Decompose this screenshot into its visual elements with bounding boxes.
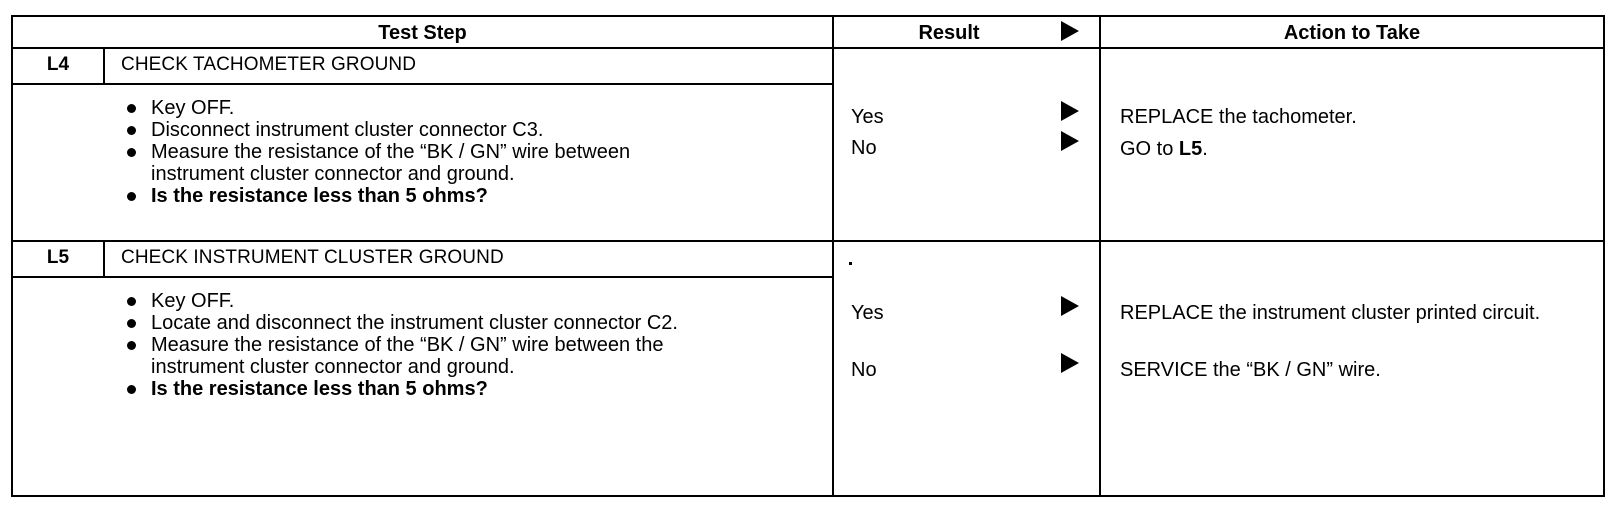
arrow-icon <box>1061 101 1079 121</box>
header-action: Action to Take <box>1283 21 1421 44</box>
result-yes-l5: Yes <box>851 302 884 324</box>
scan-speck <box>849 262 852 265</box>
action-no-l5: SERVICE the “BK / GN” wire. <box>1120 359 1381 381</box>
result-column-divider <box>832 17 834 495</box>
action-text: . <box>1202 138 1208 160</box>
bullet-question: Is the resistance less than 5 ohms? <box>127 185 821 207</box>
step-title-l4: CHECK TACHOMETER GROUND <box>121 54 417 75</box>
l4-title-divider <box>13 83 832 85</box>
arrow-icon <box>1061 353 1079 373</box>
result-yes-l4: Yes <box>851 106 884 128</box>
id-column-divider-l5 <box>103 240 105 276</box>
header-arrow-icon <box>1061 21 1079 41</box>
header-divider <box>13 47 1603 49</box>
bullet-question: Is the resistance less than 5 ohms? <box>127 378 751 400</box>
bullet-item: Measure the resistance of the “BK / GN” … <box>127 141 711 185</box>
bullet-item: Key OFF. <box>127 97 821 119</box>
l5-title-divider <box>13 276 832 278</box>
result-no-l5: No <box>851 359 877 381</box>
action-column-divider <box>1099 17 1101 495</box>
arrow-icon <box>1061 296 1079 316</box>
result-no-l4: No <box>851 137 877 159</box>
arrow-icon <box>1061 131 1079 151</box>
bullet-item: Key OFF. <box>127 290 751 312</box>
action-no-l4: GO to L5. <box>1120 138 1590 160</box>
diagnostic-table: Test Step Result Action to Take L4 CHECK… <box>11 15 1605 497</box>
step-bullets-l4: Key OFF. Disconnect instrument cluster c… <box>127 97 821 207</box>
bullet-item: Locate and disconnect the instrument clu… <box>127 312 681 334</box>
action-yes-l5: REPLACE the instrument cluster printed c… <box>1120 302 1541 324</box>
action-text: GO to <box>1120 138 1179 160</box>
step-bullets-l5: Key OFF. Locate and disconnect the instr… <box>127 290 751 400</box>
step-id-l5: L5 <box>46 247 70 268</box>
step-id-l4: L4 <box>46 54 70 75</box>
l4-l5-divider <box>13 240 1603 242</box>
action-yes-l4: REPLACE the tachometer. <box>1120 106 1357 128</box>
bullet-item: Disconnect instrument cluster connector … <box>127 119 821 141</box>
header-result: Result <box>918 21 980 44</box>
step-title-l5: CHECK INSTRUMENT CLUSTER GROUND <box>121 247 504 268</box>
bullet-item: Measure the resistance of the “BK / GN” … <box>127 334 736 378</box>
action-step-ref: L5 <box>1178 138 1203 160</box>
header-test-step: Test Step <box>378 21 467 44</box>
id-column-divider-l4 <box>103 47 105 83</box>
